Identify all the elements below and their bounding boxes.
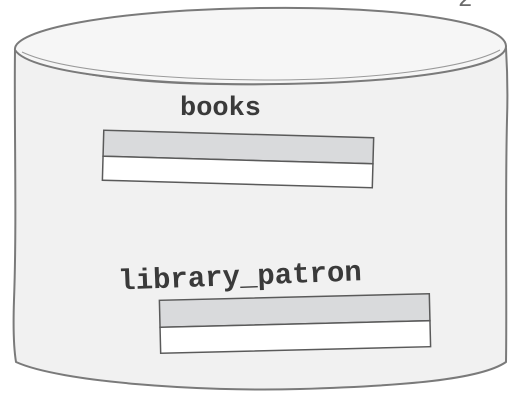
books-table	[102, 130, 373, 188]
library-patron-table	[159, 294, 430, 354]
database-cylinder-top	[15, 8, 506, 84]
corner-mark: 2	[458, 0, 472, 14]
books-table-label: books	[180, 94, 261, 124]
library-patron-table-body-row	[160, 321, 431, 354]
